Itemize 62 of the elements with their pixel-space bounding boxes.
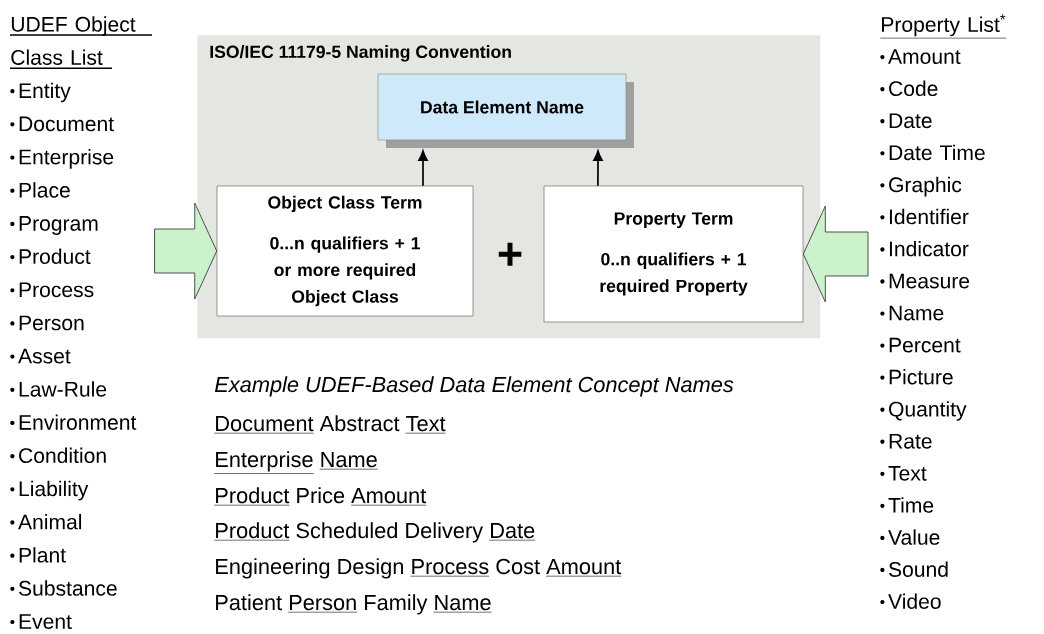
node-label: Event: [19, 614, 72, 629]
node-label: Place: [19, 182, 70, 198]
node-label: Liability: [19, 480, 89, 501]
example-heading: Example UDEF-Based Data Element Concept Names: [214, 376, 734, 397]
node-label: Indicator: [889, 240, 969, 257]
node-label: Property List$^{*}$: [882, 14, 1006, 37]
node-label: Video: [888, 593, 941, 609]
node-label: Graphic: [889, 176, 962, 197]
node-label: Program: [19, 216, 98, 235]
data-element-box: Data Element Name: [377, 73, 634, 148]
label: Person: [289, 595, 356, 611]
example-name: Product Price Amount: [214, 487, 427, 506]
class-list: UDEF Object Class List Entity Document Enterprise Place Program Product Process Person Asset Law-Rule Environment Condition Liability Animal Plant Substance Event: [9, 16, 153, 629]
example-name: Engineering Design Process Cost Amount: [216, 558, 622, 579]
example-name: Patient Person Family Name: [216, 594, 492, 615]
arrow: [418, 150, 428, 187]
node-label: Date: [889, 113, 932, 129]
example-name: Document Abstract Text: [214, 415, 446, 434]
node-label: Substance: [18, 580, 117, 596]
label: Process: [412, 559, 489, 575]
node-label: Asset: [18, 348, 71, 364]
label: Name: [435, 595, 491, 611]
node-label: Time: [888, 497, 934, 513]
label: Engineering Design: [216, 558, 403, 579]
node-label: Picture: [889, 369, 953, 385]
node-label: Text: [888, 466, 927, 481]
node-label: Entity: [19, 82, 71, 103]
node-label: Person: [19, 315, 84, 331]
node-label: Code: [889, 80, 938, 97]
node-label: Measure: [889, 273, 970, 289]
block-arrow: [154, 202, 218, 300]
node-label: Process: [19, 282, 94, 298]
node-label: Sound: [888, 561, 948, 577]
block-arrow: [802, 205, 869, 303]
node-label: UDEF Object Class List: [11, 16, 136, 65]
node-label: Document: [19, 116, 114, 132]
node-label: Enterprise: [19, 148, 114, 169]
label: Patient: [216, 594, 282, 611]
node-label: Rate: [889, 433, 932, 449]
node-label: Date Time: [889, 144, 985, 161]
node-label: Value: [888, 529, 940, 545]
node-label: Amount: [888, 49, 961, 65]
node-label: Percent: [889, 337, 961, 353]
property-list: Property List$^{*}$ Amount Code Date Date Time Graphic Identifier Indicator Measure Name Percent Picture Quantity Rate Text Time Value Sound Video: [880, 14, 1007, 609]
node-label: Condition: [19, 447, 106, 464]
label: Family: [365, 594, 428, 615]
node-label: Identifier: [889, 208, 969, 225]
term-box: Property Term 0..n qualifiers + 1 required Property: [543, 185, 804, 323]
plus-sign: +: [498, 242, 522, 266]
term-box: Object Class Term 0...n qualifiers + 1 or more required Object Class: [216, 185, 474, 317]
node-label: Name: [889, 305, 944, 321]
node-label: Animal: [18, 513, 82, 530]
node-label: Quantity: [889, 401, 967, 421]
node-label: Law-Rule: [19, 381, 107, 397]
example-name: Product Scheduled Delivery Date: [214, 522, 536, 543]
node-label: Environment: [19, 414, 137, 430]
arrow: [593, 150, 603, 187]
node-label: Product: [19, 248, 91, 264]
label: Amount: [546, 559, 622, 575]
label: Cost: [496, 558, 540, 575]
example-name: Enterprise Name: [214, 451, 379, 474]
node-label: Plant: [19, 547, 66, 563]
